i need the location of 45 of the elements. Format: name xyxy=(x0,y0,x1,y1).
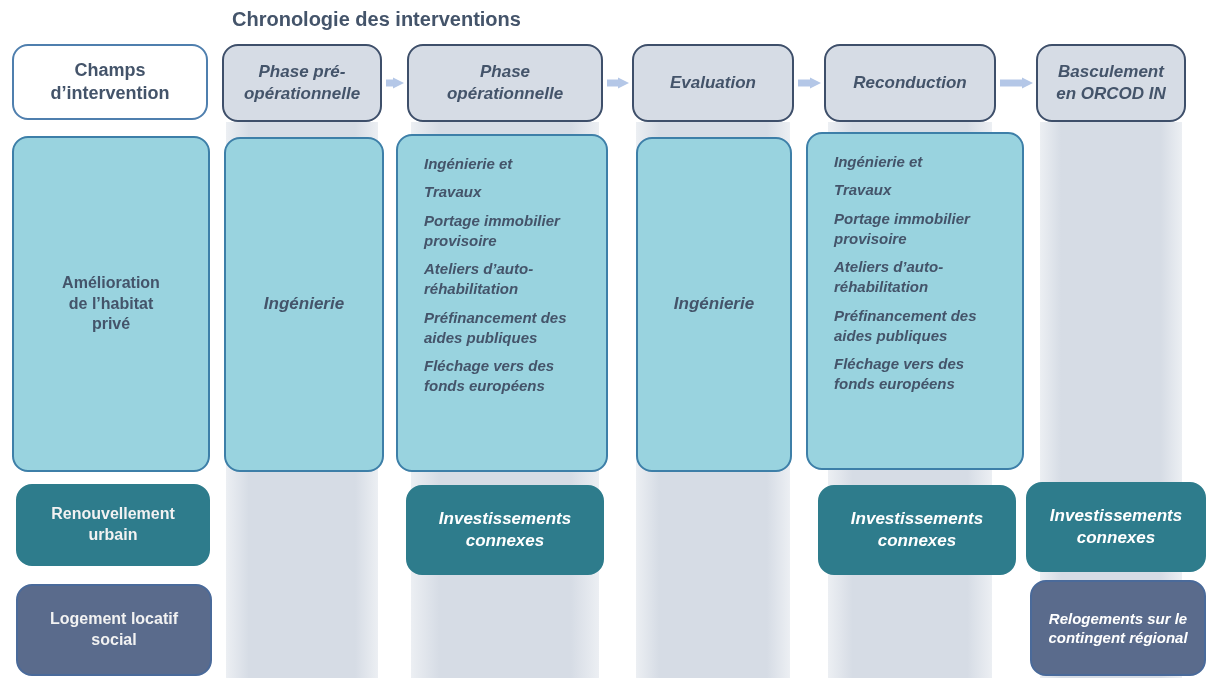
node-label: Basculement en ORCOD IN xyxy=(1055,60,1167,105)
header-box xyxy=(12,44,208,120)
node-label: Logement locatif social xyxy=(49,609,179,650)
node-label: Investissements connexes xyxy=(437,507,573,552)
node-label: Ingénierie xyxy=(263,293,345,316)
node-label: Phase pré-opérationnelle xyxy=(242,60,362,105)
activity-card xyxy=(224,137,384,472)
list-item: Préfinancement des aides publiques xyxy=(424,307,568,348)
node-label: Reconduction xyxy=(853,71,967,94)
node-label: Relogements sur le contingent régional xyxy=(1047,608,1189,648)
node-label: Ingénierie xyxy=(673,293,755,316)
phase-box xyxy=(407,44,603,122)
activity-card xyxy=(1030,580,1206,676)
list-item: Travaux xyxy=(834,180,892,201)
diagram-title: Chronologie des interventions xyxy=(232,8,521,31)
list-item: Fléchage vers des fonds européens xyxy=(424,356,556,397)
node-label: Amélioration de l’habitat privé xyxy=(61,272,161,335)
activity-card xyxy=(818,485,1016,575)
activity-card xyxy=(636,137,792,472)
list-item: Préfinancement des aides publiques xyxy=(834,305,978,346)
activity-card xyxy=(806,132,1024,470)
activity-card xyxy=(406,485,604,575)
node-label: Phase opérationnelle xyxy=(446,60,564,105)
list-item: Travaux xyxy=(424,182,482,203)
category-box xyxy=(16,484,210,566)
list-item: Ateliers d’auto-réhabilitation xyxy=(834,257,945,298)
node-label: Evaluation xyxy=(670,71,756,94)
list-item: Ateliers d’auto-réhabilitation xyxy=(424,259,535,300)
category-box xyxy=(16,584,212,676)
node-label: Investissements connexes xyxy=(1048,504,1184,549)
activity-card xyxy=(396,134,608,472)
category-box xyxy=(12,136,210,472)
phase-box xyxy=(222,44,382,122)
node-label: Champs d’intervention xyxy=(49,58,171,105)
phase-box xyxy=(632,44,794,122)
node-label: Investissements connexes xyxy=(849,507,985,552)
list-item: Fléchage vers des fonds européens xyxy=(834,354,966,395)
node-label: Renouvellement urbain xyxy=(50,504,176,545)
phase-box xyxy=(824,44,996,122)
phase-box xyxy=(1036,44,1186,122)
list-item: Ingénierie et xyxy=(424,154,513,174)
list-item: Portage immobilier provisoire xyxy=(834,208,972,249)
activity-card xyxy=(1026,482,1206,572)
list-item: Portage immobilier provisoire xyxy=(424,210,562,251)
list-item: Ingénierie et xyxy=(834,152,923,172)
